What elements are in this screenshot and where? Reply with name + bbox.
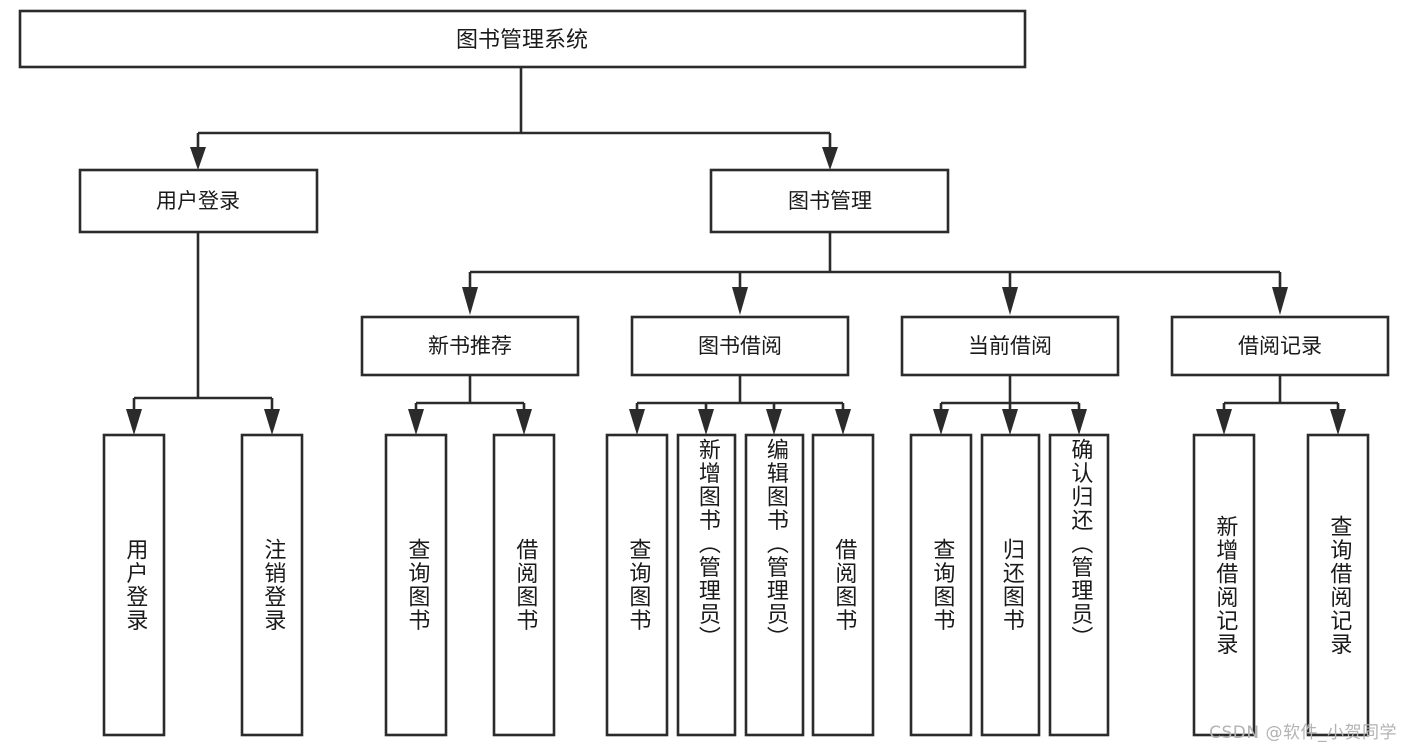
leaf-box-book-borrow-4[interactable] [811, 433, 875, 737]
connector-group-book-borrow [629, 375, 851, 435]
node-book-borrow-label: 图书借阅 [698, 334, 782, 358]
arrow-head-current-borrow-leaf-1 [933, 409, 949, 435]
leaf-box-current-borrow-1[interactable] [909, 433, 973, 737]
node-root-label: 图书管理系统 [456, 28, 588, 53]
node-user-login-box[interactable] [78, 168, 319, 234]
arrow-head-borrow-record-leaf-2 [1330, 409, 1346, 435]
arrow-head-current-borrow-leaf-3 [1071, 409, 1087, 435]
leaf-box-current-borrow-3[interactable] [1048, 433, 1110, 737]
arrow-head-book-borrow-leaf-1 [629, 409, 645, 435]
connector-group-user-login [126, 232, 280, 435]
node-user-login-label: 用户登录 [156, 189, 240, 213]
node-borrow-record-label: 借阅记录 [1238, 334, 1322, 358]
leaf-box-book-borrow-2[interactable] [676, 433, 737, 737]
node-current-borrow-box[interactable] [900, 315, 1120, 377]
connector-group-book-mgmt [462, 232, 1288, 315]
arrow-head-book-mgmt-child-3 [1002, 287, 1018, 315]
connector-group-borrow-record [1216, 375, 1346, 435]
leaf-box-user-login-1[interactable] [102, 433, 166, 737]
node-book-mgmt-label: 图书管理 [788, 189, 872, 213]
arrow-head-borrow-record-leaf-1 [1216, 409, 1232, 435]
arrow-head-book-borrow-leaf-4 [835, 409, 851, 435]
arrow-head-root-to-user-login [190, 147, 206, 170]
csdn-watermark: CSDN @软件_小贺同学 [1209, 723, 1397, 743]
leaf-box-book-borrow-3[interactable] [744, 433, 805, 737]
leaf-box-borrow-record-2[interactable] [1306, 433, 1370, 737]
leaf-box-current-borrow-2[interactable] [980, 433, 1041, 737]
arrow-head-book-mgmt-child-1 [462, 287, 478, 315]
arrow-head-user-login-leaf-2 [264, 409, 280, 435]
node-borrow-record-box[interactable] [1170, 315, 1390, 377]
connector-group-root [190, 67, 838, 170]
arrow-head-user-login-leaf-1 [126, 409, 142, 435]
node-book-borrow-box[interactable] [630, 315, 850, 377]
leaf-box-new-book-1[interactable] [384, 433, 448, 737]
node-root-box[interactable] [18, 9, 1027, 69]
arrow-head-book-mgmt-child-2 [732, 287, 748, 315]
arrow-head-book-borrow-leaf-2 [698, 409, 714, 435]
node-current-borrow-label: 当前借阅 [968, 334, 1052, 358]
connector-group-current-borrow [933, 375, 1087, 435]
leaf-box-user-login-2[interactable] [240, 433, 304, 737]
node-new-book-label: 新书推荐 [428, 334, 512, 358]
node-new-book-box[interactable] [360, 315, 580, 377]
connector-group-new-book [408, 375, 532, 435]
arrow-head-book-mgmt-child-4 [1272, 287, 1288, 315]
arrow-head-new-book-leaf-1 [408, 409, 424, 435]
arrow-head-root-to-book-mgmt [822, 147, 838, 170]
arrow-head-new-book-leaf-2 [516, 409, 532, 435]
leaf-box-book-borrow-1[interactable] [605, 433, 669, 737]
arrow-head-book-borrow-leaf-3 [766, 409, 782, 435]
leaf-box-new-book-2[interactable] [492, 433, 556, 737]
node-book-mgmt-box[interactable] [709, 168, 950, 234]
arrow-head-current-borrow-leaf-2 [1002, 409, 1018, 435]
leaf-box-borrow-record-1[interactable] [1192, 433, 1256, 737]
